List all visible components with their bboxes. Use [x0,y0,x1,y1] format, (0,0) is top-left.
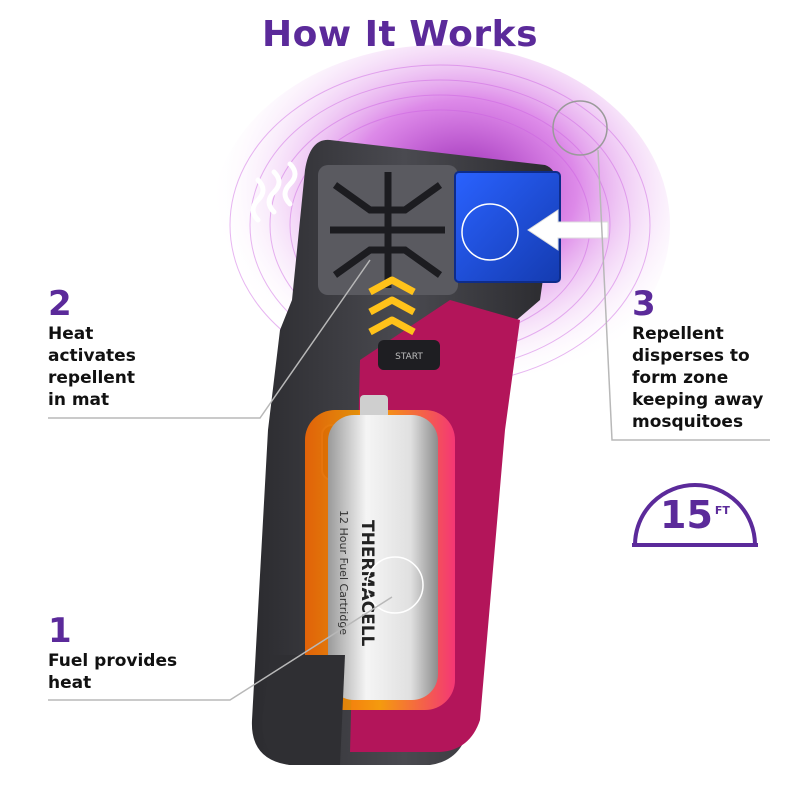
step-2-text: Heat activates repellent in mat [48,324,136,410]
range-badge-dome [632,483,758,547]
cartridge-label: 12 Hour Fuel Cartridge [337,510,350,635]
insert-arrow-icon [527,209,609,251]
leader-lines [48,149,770,701]
heat-chevrons-icon [368,276,416,336]
start-label: START [395,352,423,362]
step-1: 1 Fuel provides heat [48,612,177,694]
step-3-text: Repellent disperses to form zone keeping… [632,324,764,432]
step-3-number: 3 [632,284,656,324]
step-3: 3 Repellent disperses to form zone keepi… [632,285,763,433]
heat-waves-icon [250,161,298,223]
grille [318,165,458,295]
cartridge-callout-circle [366,556,424,614]
mat-callout-circle [461,203,519,261]
step-1-number: 1 [48,611,72,651]
range-value: 15 [660,493,713,537]
bottom-cap [262,655,345,765]
step-1-text: Fuel provides heat [48,651,178,693]
zone-callout-circle [552,100,608,156]
range-unit: FT [714,504,730,517]
step-2: 2 Heat activates repellent in mat [48,285,136,411]
fuel-cartridge: THERMACELL 12 Hour Fuel Cartridge [328,395,438,700]
start-button-graphic [378,340,440,370]
step-2-number: 2 [48,284,72,324]
